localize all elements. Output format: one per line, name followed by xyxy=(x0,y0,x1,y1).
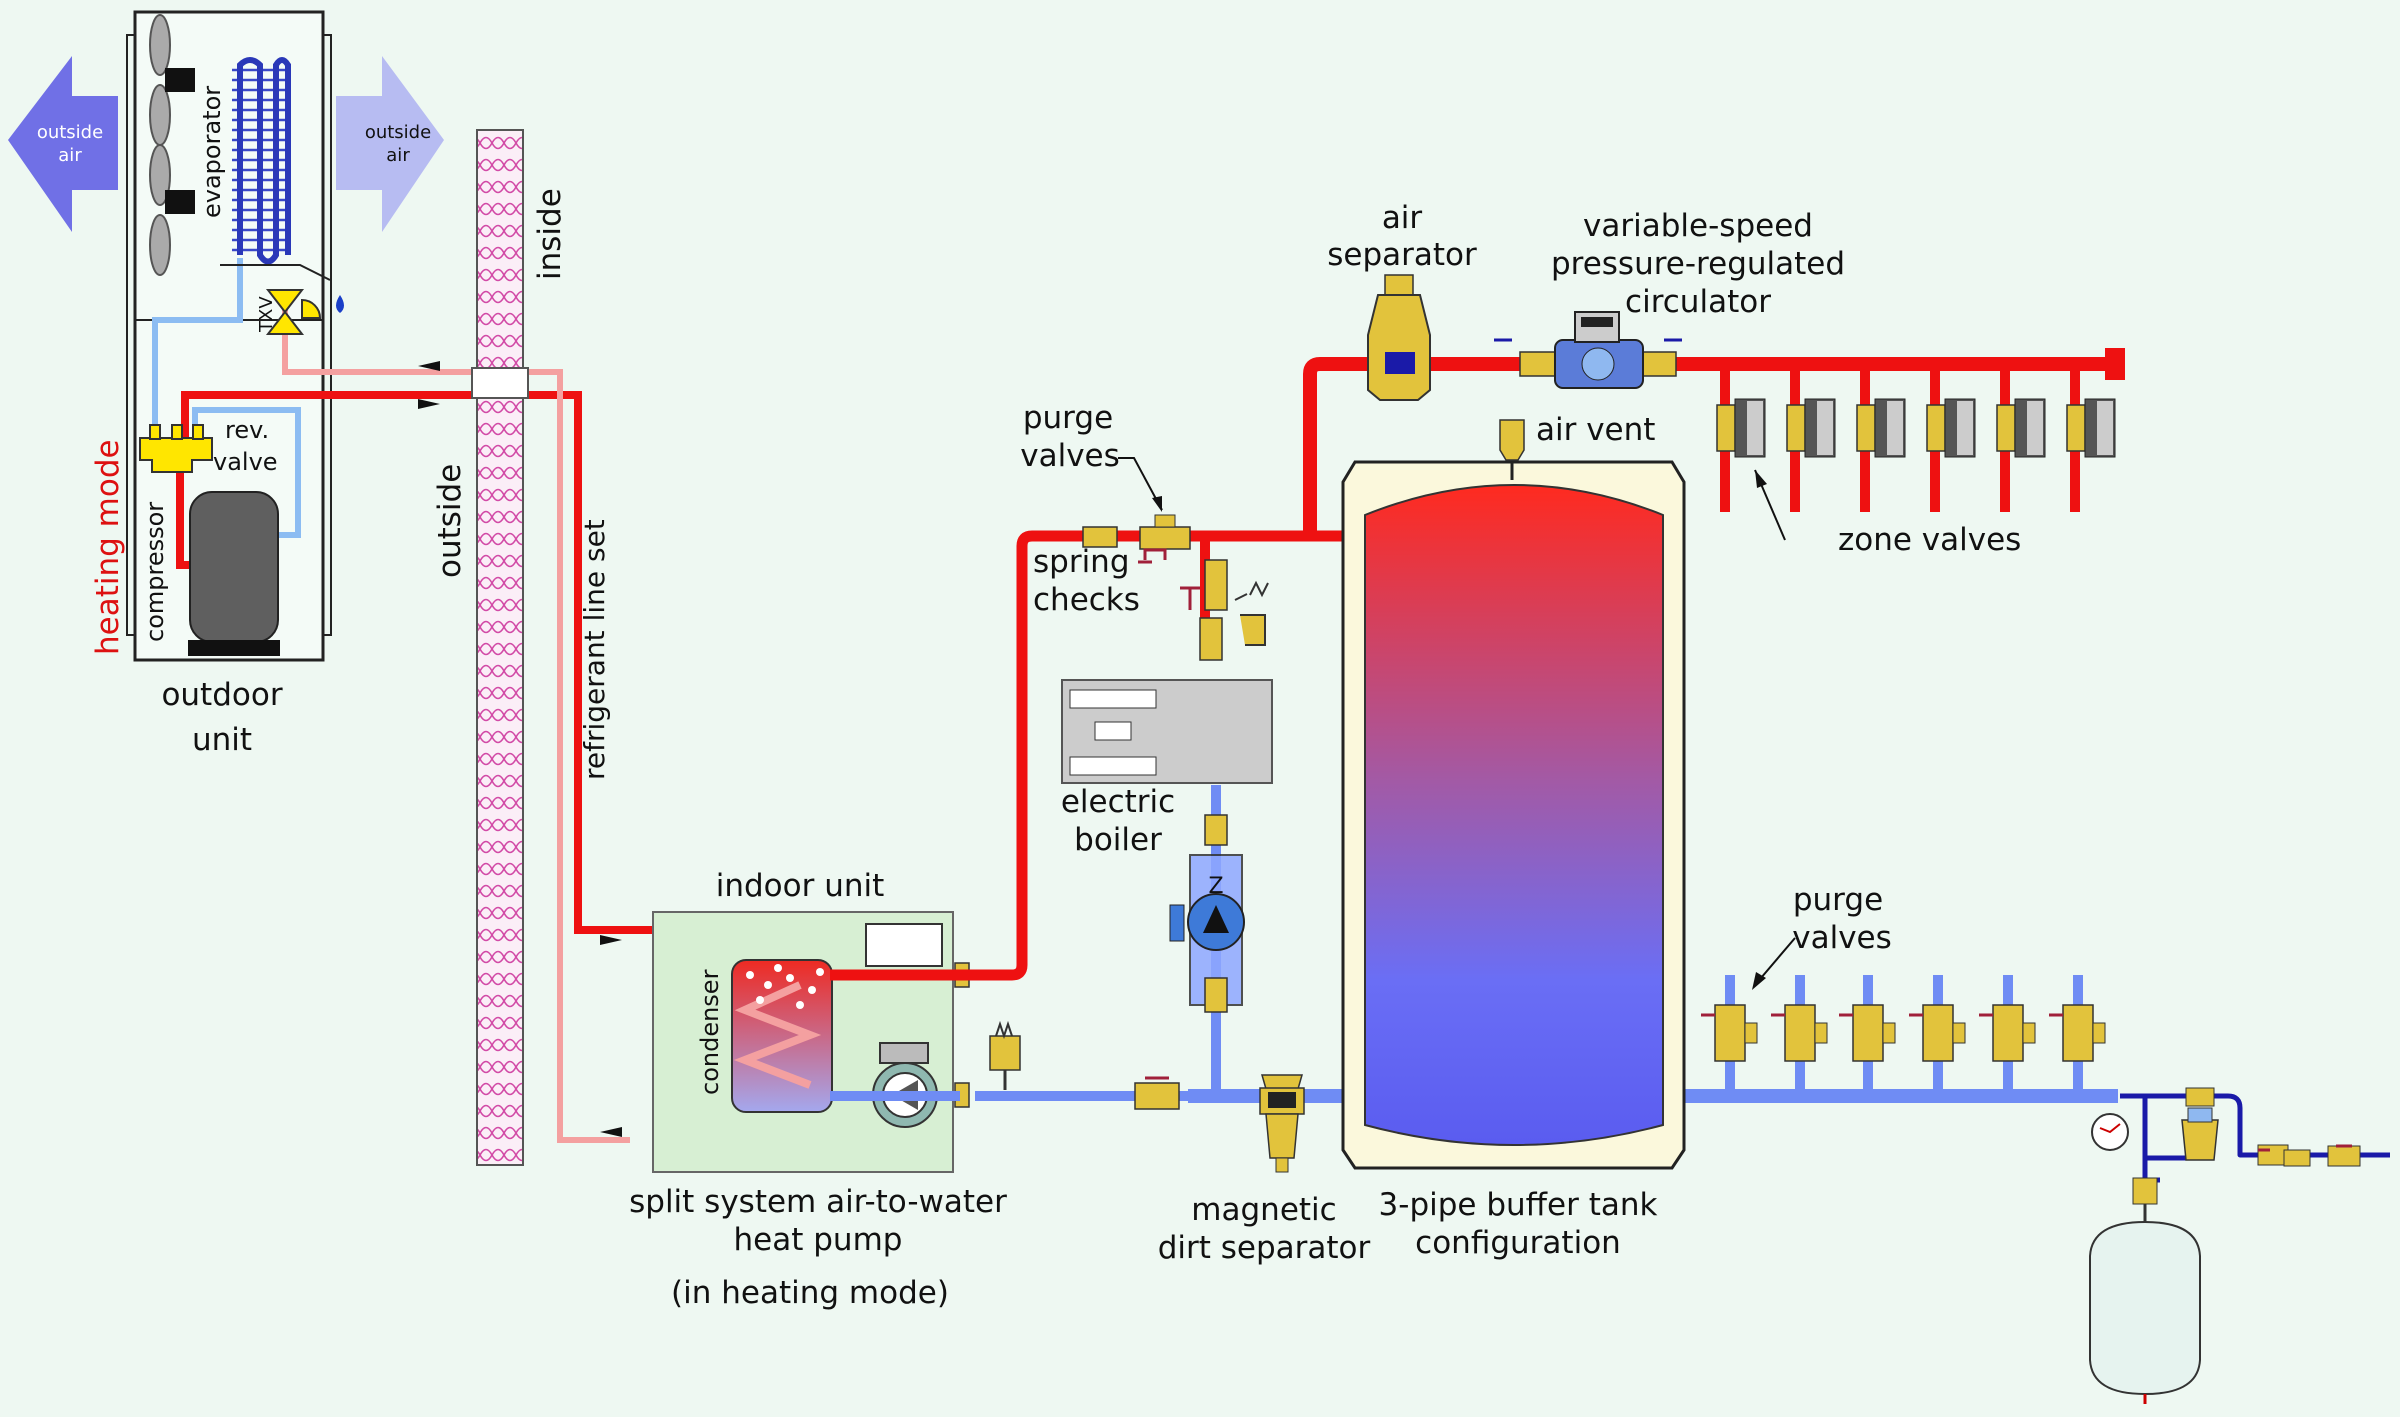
heat-pump-label-1: split system air-to-water xyxy=(629,1184,1007,1220)
outdoor-unit-label-1: outdoor xyxy=(161,677,282,713)
flow-arrow-icon xyxy=(418,361,440,371)
txv-label: TXV xyxy=(256,296,277,333)
flow-arrow-icon xyxy=(600,1127,622,1137)
air-vent xyxy=(1499,419,1525,461)
purge-valves-bottom-label-1: purge xyxy=(1793,882,1883,918)
purge-valves-bottom-label-2: valves xyxy=(1792,920,1892,956)
circulator-label-1: variable-speed xyxy=(1583,208,1813,244)
wall-insulation xyxy=(418,129,622,1166)
compressor xyxy=(188,491,280,656)
ball-valve xyxy=(1134,1082,1180,1110)
air-vent-label: air vent xyxy=(1536,412,1655,448)
electric-boiler-label-1: electric xyxy=(1061,784,1175,820)
indoor-unit-label: indoor unit xyxy=(716,868,885,904)
svg-text:air: air xyxy=(58,145,82,166)
variable-speed-circulator xyxy=(1494,311,1682,389)
outdoor-unit-label-2: unit xyxy=(192,722,252,758)
heat-pump-label-2: heat pump xyxy=(734,1222,903,1258)
circulator-label-2: pressure-regulated xyxy=(1551,246,1845,282)
buffer-tank xyxy=(1341,419,1686,1170)
purge-valves-top-label-1: purge xyxy=(1023,400,1113,436)
spring-checks-label-1: spring xyxy=(1033,544,1130,580)
purge-valves-top-label-2: valves xyxy=(1020,438,1120,474)
dirt-separator-label-2: dirt separator xyxy=(1158,1230,1371,1266)
condenser-label: condenser xyxy=(696,969,724,1095)
evaporator-label: evaporator xyxy=(198,86,226,218)
compressor-label: compressor xyxy=(141,502,169,642)
air-separator-label-2: separator xyxy=(1327,237,1477,273)
purge-valves-bottom xyxy=(1701,1004,2106,1062)
expansion-tank xyxy=(2089,1220,2201,1404)
hot-distribution-pipe xyxy=(1303,357,2112,536)
magnetic-dirt-separator xyxy=(1259,1074,1305,1173)
refrigerant-liquid-line xyxy=(282,300,630,1143)
air-separator-label-1: air xyxy=(1382,200,1423,236)
buffer-tank-label-1: 3-pipe buffer tank xyxy=(1379,1187,1658,1223)
txv-valve xyxy=(220,264,344,335)
spring-checks-label-2: checks xyxy=(1033,582,1140,618)
svg-text:outside: outside xyxy=(365,122,431,143)
indoor-circulator xyxy=(872,1042,938,1128)
outside-label: outside xyxy=(432,464,468,578)
dirt-separator-label-1: magnetic xyxy=(1191,1192,1336,1228)
circulator-label-3: circulator xyxy=(1625,284,1771,320)
heating-mode-label: heating mode xyxy=(90,439,126,655)
svg-text:outside: outside xyxy=(37,122,103,143)
refrigerant-line-set-label: refrigerant line set xyxy=(578,519,611,780)
buffer-tank-label-2: configuration xyxy=(1415,1225,1621,1261)
inside-label: inside xyxy=(532,188,568,280)
flow-arrow-icon xyxy=(600,935,622,945)
outside-air-arrow-right: outside air xyxy=(336,56,444,232)
indoor-unit xyxy=(652,911,970,1173)
spring-check-valves xyxy=(1082,514,1269,661)
refrigerant-hot-gas-line xyxy=(181,391,655,934)
outside-air-arrow-left: outside air xyxy=(8,56,118,232)
air-separator xyxy=(1367,274,1431,401)
svg-text:Z: Z xyxy=(1208,874,1223,899)
header-end-cap xyxy=(2105,348,2125,380)
water-drop-icon xyxy=(336,295,344,313)
zone-valves-label: zone valves xyxy=(1838,522,2021,558)
electric-boiler-label-2: boiler xyxy=(1074,822,1162,858)
makeup-water-assembly xyxy=(2091,1087,2361,1222)
pressure-relief-valve xyxy=(989,1020,1021,1090)
rev-valve-label-1: rev. xyxy=(225,416,269,444)
reversing-valve xyxy=(139,424,213,473)
hot-supply-pipe xyxy=(830,530,1366,981)
svg-text:air: air xyxy=(386,145,410,166)
indoor-unit-display xyxy=(865,923,943,967)
heating-mode-note: (in heating mode) xyxy=(671,1275,949,1311)
fan-icon xyxy=(149,14,195,276)
electric-boiler xyxy=(1061,679,1273,784)
flow-arrow-icon xyxy=(418,399,440,409)
zone-valves xyxy=(1716,398,2116,458)
boiler-circulator: Z xyxy=(1169,814,1245,1013)
outdoor-unit: evaporator TXV rev. valve compressor xyxy=(126,10,655,1143)
rev-valve-label-2: valve xyxy=(213,448,278,476)
evaporator-coil xyxy=(232,57,291,265)
